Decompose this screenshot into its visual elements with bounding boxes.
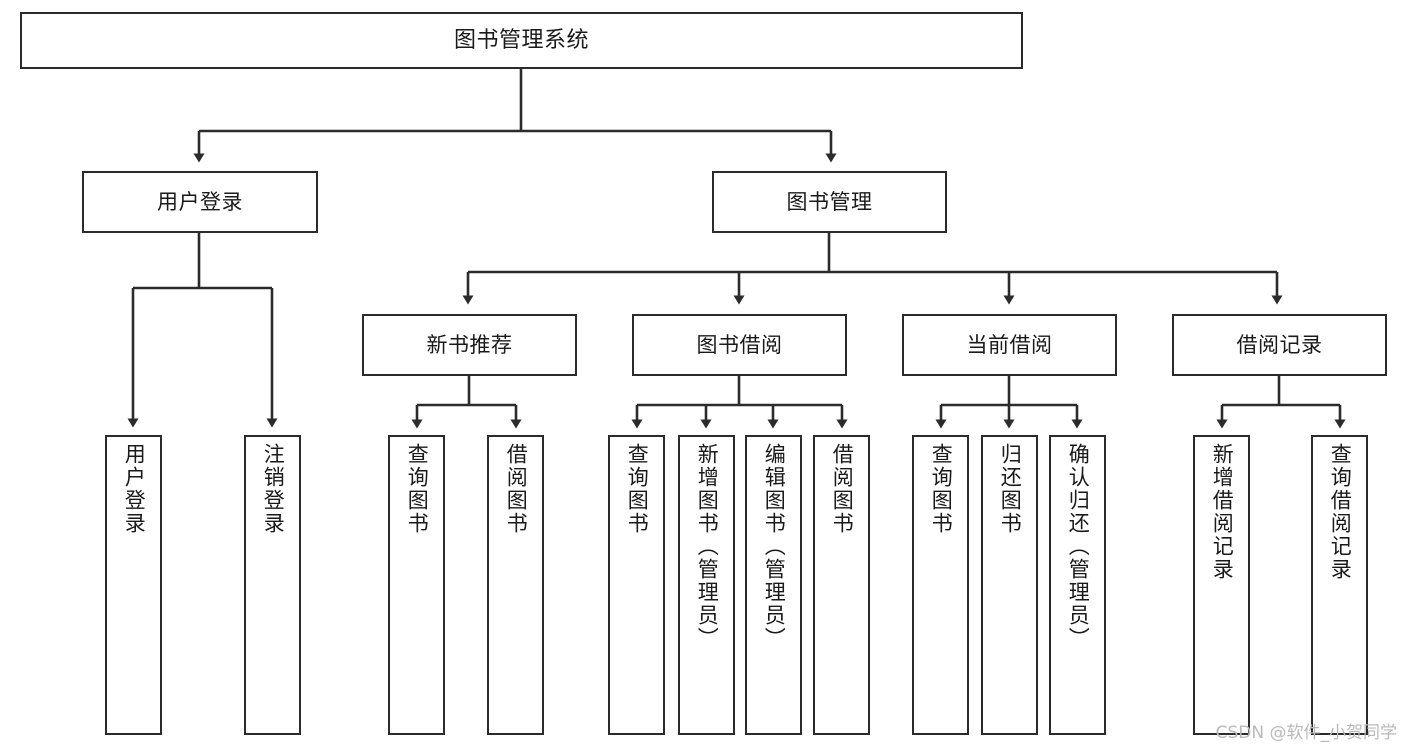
- node-label: 查询借阅记录: [1328, 443, 1353, 581]
- node-label: 确认归还（管理员）: [1066, 443, 1091, 650]
- node-label: 新书推荐: [426, 332, 513, 357]
- node-label: 编辑图书（管理员）: [762, 443, 787, 650]
- node-leaf-logout[interactable]: 注销登录: [244, 435, 301, 735]
- node-label: 新增图书（管理员）: [695, 443, 720, 650]
- watermark-text: CSDN @软件_小贺同学: [1215, 723, 1397, 743]
- node-current-borrow[interactable]: 当前借阅: [902, 314, 1117, 376]
- node-leaf-query-books-recommend[interactable]: 查询图书: [388, 435, 445, 735]
- node-user-login[interactable]: 用户登录: [82, 171, 318, 233]
- node-leaf-edit-book-admin[interactable]: 编辑图书（管理员）: [745, 435, 802, 735]
- node-leaf-confirm-return-admin[interactable]: 确认归还（管理员）: [1049, 435, 1106, 735]
- node-borrow-records[interactable]: 借阅记录: [1172, 314, 1387, 376]
- node-leaf-return-books[interactable]: 归还图书: [981, 435, 1038, 735]
- node-label: 借阅记录: [1236, 332, 1323, 357]
- node-label: 用户登录: [122, 443, 147, 535]
- node-label: 查询图书: [405, 443, 430, 535]
- node-leaf-query-borrow-record[interactable]: 查询借阅记录: [1311, 435, 1368, 735]
- node-label: 图书借阅: [696, 332, 783, 357]
- node-label: 注销登录: [261, 443, 286, 535]
- node-label: 查询图书: [625, 443, 650, 535]
- node-leaf-add-book-admin[interactable]: 新增图书（管理员）: [678, 435, 735, 735]
- node-label: 归还图书: [998, 443, 1023, 535]
- node-label: 借阅图书: [504, 443, 529, 535]
- node-label: 图书管理: [786, 189, 873, 214]
- node-leaf-query-books-current[interactable]: 查询图书: [912, 435, 969, 735]
- node-leaf-query-books-borrow[interactable]: 查询图书: [608, 435, 665, 735]
- node-leaf-borrow-books[interactable]: 借阅图书: [813, 435, 870, 735]
- node-label: 图书管理系统: [453, 27, 589, 53]
- node-label: 当前借阅: [966, 332, 1053, 357]
- node-leaf-borrow-books-recommend[interactable]: 借阅图书: [487, 435, 544, 735]
- node-book-management[interactable]: 图书管理: [712, 171, 947, 233]
- node-new-book-recommend[interactable]: 新书推荐: [362, 314, 577, 376]
- node-book-borrow[interactable]: 图书借阅: [632, 314, 847, 376]
- node-label: 用户登录: [157, 189, 243, 214]
- node-leaf-user-login[interactable]: 用户登录: [105, 435, 162, 735]
- node-label: 借阅图书: [830, 443, 855, 535]
- node-root-system[interactable]: 图书管理系统: [20, 12, 1023, 69]
- node-leaf-add-borrow-record[interactable]: 新增借阅记录: [1193, 435, 1250, 735]
- node-label: 查询图书: [929, 443, 954, 535]
- node-label: 新增借阅记录: [1210, 443, 1235, 581]
